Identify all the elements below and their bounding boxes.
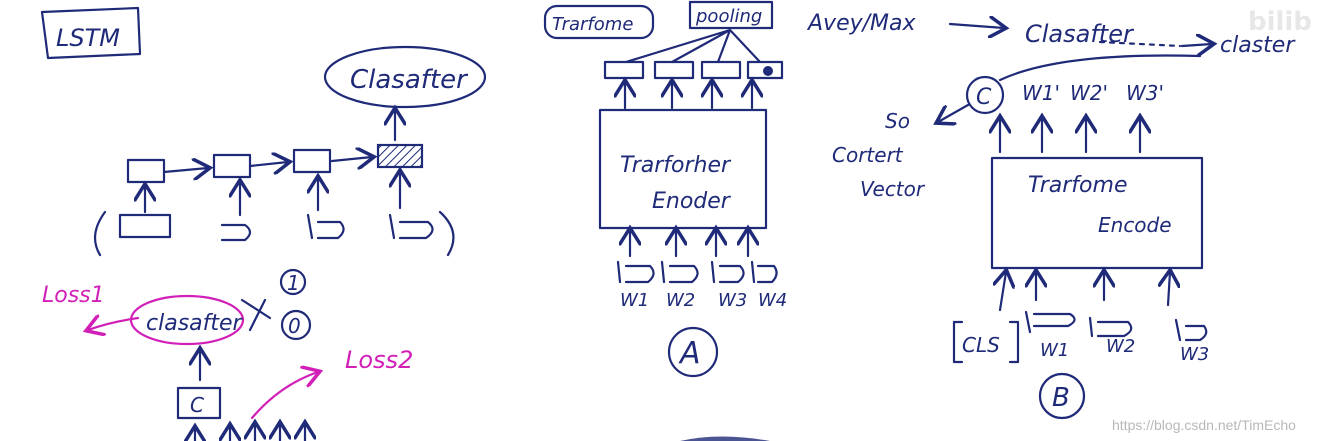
- c-circle-label: C: [976, 85, 992, 110]
- enc-b-in-arrow-4: [1168, 272, 1170, 307]
- cls-label: CLS: [962, 333, 1000, 357]
- pooling-box: [688, 0, 774, 30]
- input-close-paren: [438, 210, 455, 257]
- label-b-circle: [1038, 372, 1086, 420]
- transformer-tag-box: [543, 4, 655, 40]
- input-glyph-2: [220, 223, 252, 242]
- cls-brackets: [952, 320, 1020, 364]
- transformer-a-section: Trarfome pooling Avey/Max Trarforher Eno…: [543, 0, 1004, 378]
- loss1-label: Loss1: [42, 283, 105, 308]
- arrow-to-so: [938, 103, 970, 122]
- loss2-arrow: [250, 372, 318, 420]
- input-a-w1: W1: [620, 290, 649, 311]
- input-a-w4: W4: [758, 290, 787, 311]
- w2-prime: W2': [1070, 81, 1108, 105]
- loss1-arrow: [88, 318, 140, 330]
- encoder-a-line2: Enoder: [652, 189, 732, 214]
- hidden-state-2: [212, 153, 252, 179]
- input-a-w3: W3: [718, 290, 747, 311]
- input-glyph-4: [388, 213, 434, 240]
- so-label: So: [885, 109, 910, 133]
- output-token-4: [746, 60, 784, 80]
- encoder-a-line1: Trarforher: [620, 153, 732, 178]
- transformer-b-section: Clasafter claster C W1' W2' W3' So Corte…: [832, 20, 1296, 420]
- hidden-state-final: [376, 143, 424, 169]
- output-token-3: [700, 60, 742, 80]
- class-zero-circle: [280, 309, 312, 341]
- w3-prime: W3': [1126, 81, 1164, 105]
- class-one-circle: [279, 268, 307, 296]
- arrow-h3-h4: [330, 157, 372, 161]
- input-b-w1: W1: [1040, 340, 1069, 361]
- classifier-label: Clasafter: [350, 65, 469, 95]
- w1-prime: W1': [1022, 81, 1060, 105]
- transformer-tag: Trarfome: [552, 14, 633, 35]
- hidden-state-1: [126, 158, 166, 184]
- output-token-1: [603, 60, 645, 80]
- line-to-class-0: [248, 298, 267, 332]
- class-zero-label: 0: [288, 314, 301, 338]
- enc-b-in-arrow-1: [1000, 272, 1006, 312]
- input-a-w2: W2: [666, 290, 695, 311]
- pooling-label: pooling: [695, 6, 762, 27]
- loss2-label: Loss2: [345, 346, 413, 374]
- lstm-section: LSTM Clasafter Loss1 clasafter 1 0: [40, 6, 487, 441]
- class-one-label: 1: [287, 271, 300, 295]
- arrow-to-classifier-a: [948, 24, 1004, 28]
- classifier2-label: clasafter: [146, 311, 244, 336]
- arrow-h1-h2: [162, 168, 208, 172]
- pooling-fan-lines: [624, 28, 762, 64]
- encoder-b-line2: Encode: [1098, 213, 1172, 237]
- arrow-to-classifier-b: [1180, 44, 1212, 46]
- c-box-label: C: [190, 393, 204, 417]
- input-tokens-a: [616, 260, 778, 284]
- classifier-b-label: claster: [1220, 33, 1296, 58]
- classifier-a-label: Clasafter: [1025, 20, 1135, 48]
- label-a-circle: [667, 326, 719, 378]
- input-box-1: [118, 213, 172, 239]
- input-b-w3: W3: [1180, 344, 1209, 365]
- context-line1: Cortert: [832, 143, 904, 167]
- context-line2: Vector: [860, 177, 926, 201]
- output-token-4-dot: [763, 66, 773, 76]
- curve-c-to-classifier: [998, 54, 1202, 82]
- lstm-label-box: [40, 6, 142, 60]
- bottom-edge-artifact: [680, 436, 770, 441]
- label-b: B: [1052, 383, 1070, 413]
- input-glyph-3: [306, 213, 345, 240]
- input-tokens-b: [1024, 310, 1208, 342]
- avg-max-label: Avey/Max: [806, 11, 916, 36]
- arrow-h2-h3: [248, 162, 288, 166]
- label-a: A: [678, 336, 701, 371]
- bilibili-logo: bilib: [1248, 7, 1312, 37]
- c-circle: [965, 75, 1005, 115]
- line-to-class-1: [240, 298, 272, 320]
- watermark-url: https://blog.csdn.net/TimEcho: [1112, 417, 1296, 433]
- dashed-link: [1098, 40, 1182, 48]
- output-token-2: [653, 60, 695, 80]
- hidden-state-3: [292, 148, 332, 174]
- input-open-paren: [93, 210, 107, 257]
- input-b-w2: W2: [1106, 336, 1135, 357]
- c-box: [176, 386, 222, 420]
- lstm-label: LSTM: [56, 24, 120, 52]
- encoder-b-line1: Trarfome: [1028, 173, 1127, 198]
